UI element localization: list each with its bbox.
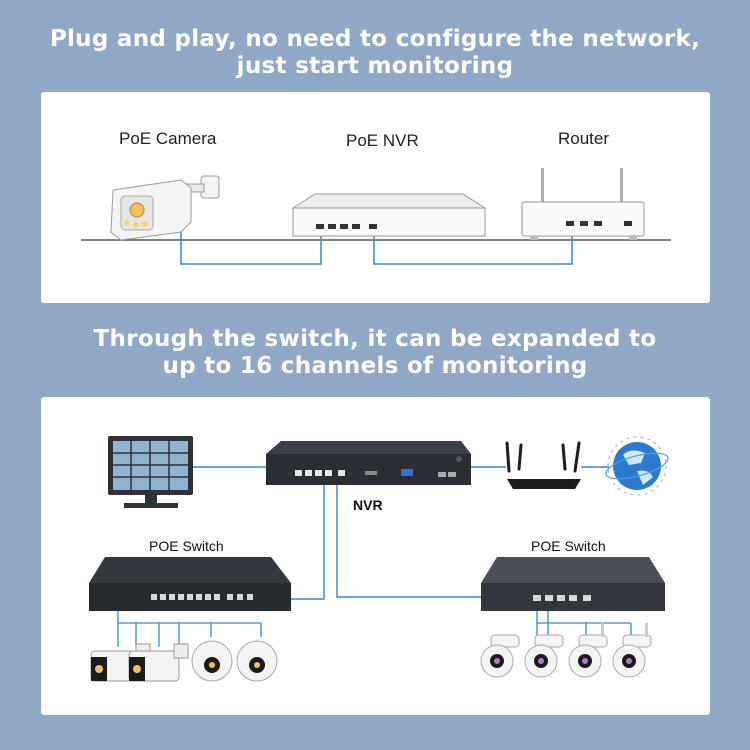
ptz-camera-icon [612,623,652,678]
top-headline-line1: Plug and play, no need to configure the … [49,26,701,52]
nvr-box-icon [291,193,487,237]
bottom-diagram-panel: NVR POE Switch POE Switch [41,397,710,715]
bullet-camera-icon [110,175,220,241]
globe-icon [605,436,669,496]
top-headline: Plug and play, no need to configure the … [0,26,750,80]
bottom-headline-line2: up to 16 channels of monitoring [162,353,588,379]
top-headline-line2: just start monitoring [236,53,514,79]
router-label: Router [558,129,610,148]
bottom-diagram-graphic [89,436,669,682]
ptz-camera-icon [480,634,520,678]
top-diagram-panel: PoE Camera PoE NVR Router [41,92,710,303]
ptz-camera-icon [524,634,564,678]
right-poe-switch-icon [481,557,665,611]
poe-camera-label: PoE Camera [119,129,217,148]
ptz-camera-icon [568,623,608,678]
right-poe-switch-label: POE Switch [531,538,606,554]
router-icon [521,168,645,240]
top-diagram-graphic [81,168,671,265]
bottom-headline-line1: Through the switch, it can be expanded t… [93,326,657,352]
dome-camera-icon [191,640,233,682]
poe-nvr-label: PoE NVR [346,131,419,150]
nvr-label: NVR [353,497,383,513]
router-icon [505,441,581,489]
bottom-headline: Through the switch, it can be expanded t… [0,326,750,380]
bullet-camera-icon [128,643,189,682]
left-poe-switch-label: POE Switch [149,538,224,554]
monitor-icon [108,436,193,508]
left-poe-switch-icon [89,557,291,611]
dome-camera-icon [236,640,278,682]
nvr-icon [266,441,471,485]
